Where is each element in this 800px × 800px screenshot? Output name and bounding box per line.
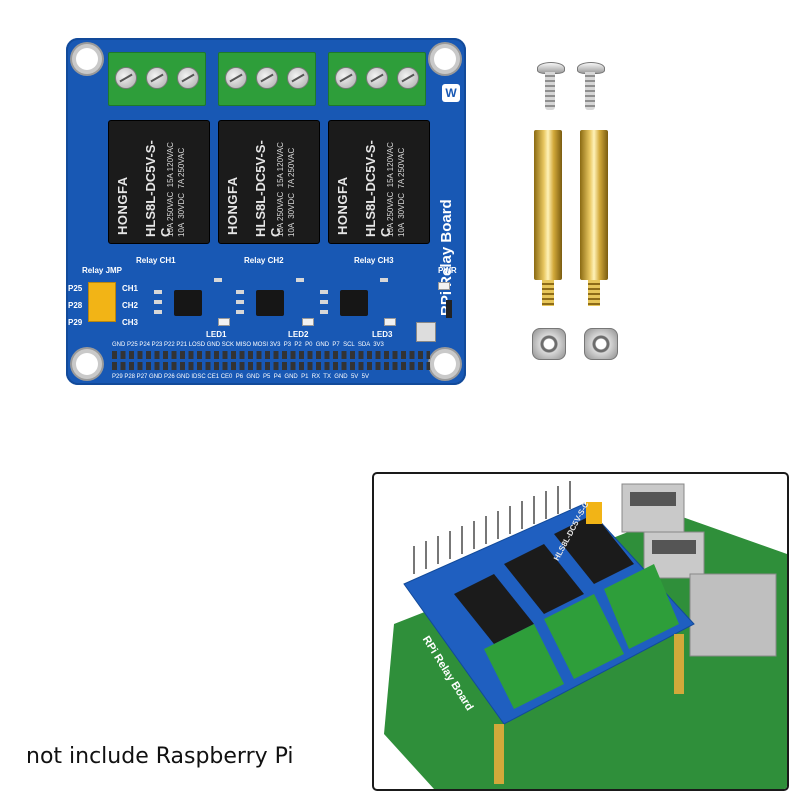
brass-standoff (534, 130, 562, 280)
relay-spec: 10A 250VAC 15A 120VAC 10A 30VDC 7A 250VA… (386, 142, 406, 237)
screw-shaft (545, 72, 555, 110)
jumper-channel-label: CH2 (122, 301, 139, 310)
gpio-label-top: GND P25 P24 P23 P22 P21 LOSD GND SCK MIS… (112, 342, 384, 348)
gpio-header (112, 362, 430, 370)
led-label: LED2 (288, 330, 309, 339)
mounting-hole (76, 353, 98, 375)
led-label: LED3 (372, 330, 393, 339)
standoff-thread (588, 280, 600, 306)
jumper-channel-label: CH1 (122, 284, 139, 293)
status-led (384, 318, 396, 326)
power-label: PWR (438, 266, 457, 275)
relay-spec: 10A 250VAC 15A 120VAC 10A 30VDC 7A 250VA… (276, 142, 296, 237)
hex-nut (532, 328, 566, 360)
screw-terminal-ch3 (328, 52, 426, 106)
channel-label: Relay CH2 (244, 256, 284, 265)
relay-ch3: HONGFA HLS8L-DC5V-S-C 10A 250VAC 15A 120… (328, 120, 430, 244)
optocoupler-chip (340, 290, 368, 316)
jumper-channel-label: CH3 (122, 318, 139, 327)
jumper-pin-label: P29 (68, 318, 83, 327)
waveshare-logo-icon: W (442, 84, 460, 102)
power-led (438, 282, 450, 290)
relay-ch2: HONGFA HLS8L-DC5V-S-C 10A 250VAC 15A 120… (218, 120, 320, 244)
installed-photo (384, 481, 787, 789)
reset-button (416, 322, 436, 342)
relay-brand: HONGFA (115, 176, 130, 235)
jumper-title: Relay JMP (82, 266, 123, 275)
channel-label: Relay CH3 (354, 256, 394, 265)
jumper-pin-label: P28 (68, 301, 83, 310)
led-label: LED1 (206, 330, 227, 339)
installed-photo-frame: RPi Relay Board HLS8L-DC5V-S-C (372, 472, 789, 791)
screw-terminal-ch2 (218, 52, 316, 106)
mounting-hole (76, 48, 98, 70)
gpio-label-bottom: P29 P28 P27 GND P26 GND IDSC CE1 CE0 P6 … (112, 374, 369, 380)
relay-board-photo: HONGFA HLS8L-DC5V-S-C 10A 250VAC 15A 120… (66, 38, 466, 385)
optocoupler-chip (256, 290, 284, 316)
board-title: RPi Relay Board (438, 199, 455, 316)
relay-brand: HONGFA (335, 176, 350, 235)
relay-spec: 10A 250VAC 15A 120VAC 10A 30VDC 7A 250VA… (166, 142, 186, 237)
screw-terminal-ch1 (108, 52, 206, 106)
mounting-hole (434, 353, 456, 375)
brass-standoff (580, 130, 608, 280)
gpio-header (112, 351, 430, 359)
status-led (302, 318, 314, 326)
relay-brand: HONGFA (225, 176, 240, 235)
hex-nut (584, 328, 618, 360)
status-led (218, 318, 230, 326)
screw-shaft (585, 72, 595, 110)
channel-label: Relay CH1 (136, 256, 176, 265)
ethernet-port (689, 573, 777, 657)
jumper-block (88, 282, 116, 322)
standoff-thread (542, 280, 554, 306)
optocoupler-chip (174, 290, 202, 316)
mounting-hole (434, 48, 456, 70)
caption: not include Raspberry Pi (26, 744, 294, 769)
jumper-pin-label: P25 (68, 284, 83, 293)
relay-ch1: HONGFA HLS8L-DC5V-S-C 10A 250VAC 15A 120… (108, 120, 210, 244)
